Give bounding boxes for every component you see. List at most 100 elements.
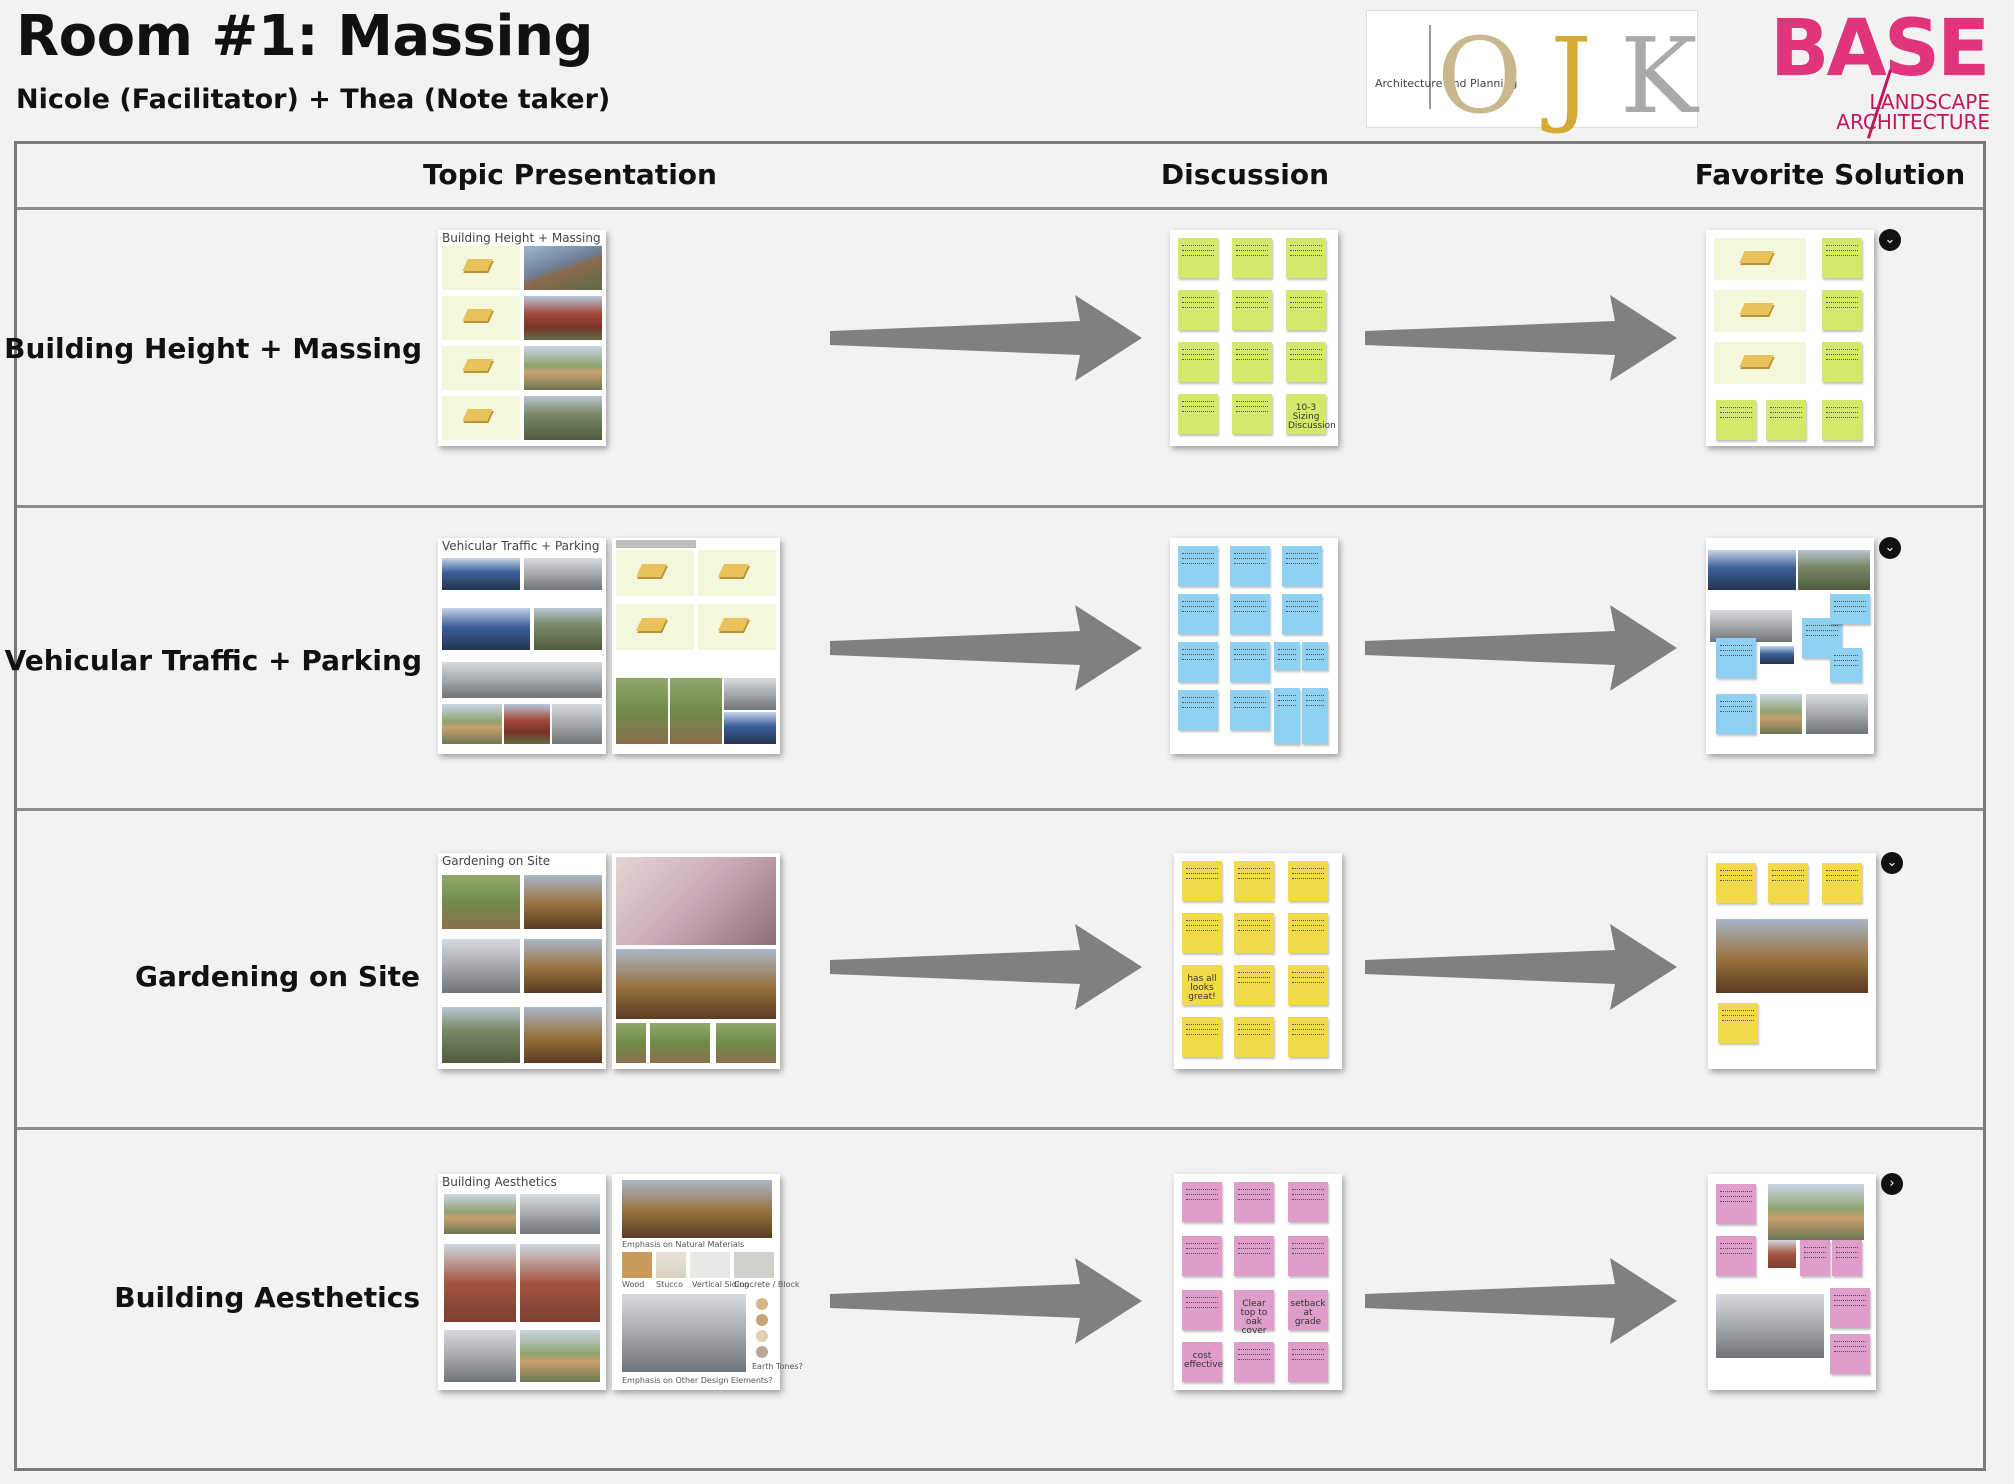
sticky-note[interactable] [1822,400,1862,440]
sticky-note[interactable] [1232,238,1272,278]
handwriting-scribble [1238,977,1270,979]
sticky-note[interactable] [1182,1290,1222,1330]
sticky-note[interactable] [1182,1182,1222,1222]
handwriting-scribble [1238,972,1270,974]
sticky-note[interactable] [1282,546,1322,586]
sticky-note[interactable] [1822,238,1862,278]
sticky-note[interactable] [1178,394,1218,434]
sticky-note[interactable] [1182,1236,1222,1276]
sticky-note[interactable] [1286,238,1326,278]
sticky-note[interactable] [1274,642,1300,670]
sticky-note[interactable] [1716,1184,1756,1224]
sticky-note[interactable] [1282,594,1322,634]
stucco-swatch [656,1252,686,1278]
sticky-note[interactable] [1766,400,1806,440]
discussion-board[interactable]: has all looks great! [1174,853,1342,1069]
discussion-board[interactable]: 10-3 Sizing Discussion [1170,230,1338,446]
sticky-note[interactable] [1182,861,1222,901]
sticky-note[interactable] [1234,1182,1274,1222]
sticky-note[interactable]: setback at grade [1288,1290,1328,1330]
handwriting-scribble [1186,868,1218,870]
sticky-note[interactable] [1182,1017,1222,1057]
sticky-note[interactable] [1716,1236,1756,1276]
sticky-note[interactable]: cost effective [1182,1342,1223,1382]
topic-slide[interactable]: Emphasis on Natural Materials Wood Stucc… [612,1174,803,1390]
sticky-note[interactable] [1234,861,1274,901]
sticky-note[interactable] [1288,913,1328,953]
sticky-note[interactable] [1716,400,1756,440]
sticky-note[interactable] [1182,913,1222,953]
sticky-note[interactable] [1230,594,1270,634]
sticky-note[interactable] [1178,238,1218,278]
topic-slide[interactable]: Vehicular Traffic + Parking [438,538,606,754]
sticky-note[interactable] [1178,342,1218,382]
sticky-note[interactable] [1716,863,1756,903]
sticky-note[interactable] [1830,648,1862,682]
photo-thumbnail [524,1007,602,1063]
sticky-note[interactable] [1830,1288,1870,1328]
chevron-down-icon[interactable]: ⌄ [1879,229,1901,251]
sticky-note[interactable] [1302,688,1328,744]
sticky-note[interactable] [1234,913,1274,953]
sticky-note[interactable] [1830,594,1870,624]
sticky-note[interactable] [1178,290,1218,330]
sticky-note[interactable] [1230,546,1270,586]
sticky-note[interactable] [1234,1342,1274,1382]
sticky-note[interactable] [1288,1017,1328,1057]
sticky-note[interactable] [1286,342,1326,382]
sticky-note[interactable] [1800,1240,1830,1276]
sticky-note[interactable] [1822,290,1862,330]
chevron-down-icon[interactable]: ⌄ [1879,537,1901,559]
sticky-note[interactable]: 10-3 Sizing Discussion [1286,394,1336,434]
topic-slide[interactable]: Gardening on Site [438,853,606,1069]
sticky-note[interactable] [1288,1182,1328,1222]
topic-slide[interactable] [612,853,780,1069]
sticky-note[interactable] [1234,1236,1274,1276]
sticky-note[interactable] [1232,290,1272,330]
sticky-note[interactable] [1274,688,1300,744]
topic-slide[interactable]: Building Aesthetics [438,1174,606,1390]
sticky-note[interactable] [1178,546,1218,586]
sticky-note[interactable] [1286,290,1326,330]
sticky-note[interactable]: has all looks great! [1182,965,1222,1005]
sticky-note[interactable] [1288,965,1328,1005]
sticky-note[interactable] [1822,863,1862,903]
sticky-note[interactable] [1288,1342,1328,1382]
sticky-note[interactable] [1288,1236,1328,1276]
sticky-note[interactable] [1230,642,1270,682]
sticky-note[interactable] [1302,642,1328,670]
sticky-note[interactable] [1716,638,1756,678]
sticky-note[interactable] [1716,694,1756,734]
sticky-note[interactable] [1288,861,1328,901]
photo-thumbnail [442,875,520,929]
sticky-note[interactable] [1822,342,1862,382]
topic-slide[interactable] [612,538,780,754]
sticky-note[interactable] [1178,594,1218,634]
topic-slide[interactable]: Building Height + Massing [438,230,606,446]
sticky-note[interactable] [1232,342,1272,382]
favorite-solution-card[interactable] [1708,853,1876,1069]
favorite-solution-card[interactable] [1708,1174,1876,1390]
massing-diagram [1714,238,1806,280]
sticky-note[interactable] [1232,394,1272,434]
handwriting-scribble [1238,930,1270,932]
favorite-solution-card[interactable] [1706,538,1874,754]
handwriting-scribble [1306,695,1324,697]
discussion-board[interactable]: Clear top to oak cover setback at grade … [1174,1174,1342,1390]
sticky-note[interactable] [1234,965,1274,1005]
sticky-note[interactable] [1718,1003,1758,1043]
sticky-note[interactable] [1234,1017,1274,1057]
handwriting-scribble [1286,601,1318,603]
sticky-note[interactable] [1178,690,1218,730]
sticky-note[interactable] [1178,642,1218,682]
sticky-note[interactable] [1768,863,1808,903]
sticky-note[interactable]: Clear top to oak cover [1234,1290,1274,1336]
chevron-right-icon[interactable]: › [1881,1173,1903,1195]
sticky-note[interactable] [1830,1334,1870,1374]
discussion-board[interactable] [1170,538,1338,754]
favorite-solution-card[interactable] [1706,230,1874,446]
sticky-note[interactable] [1230,690,1270,730]
handwriting-scribble [1722,1020,1754,1022]
chevron-down-icon[interactable]: ⌄ [1881,852,1903,874]
sticky-note[interactable] [1832,1240,1862,1276]
